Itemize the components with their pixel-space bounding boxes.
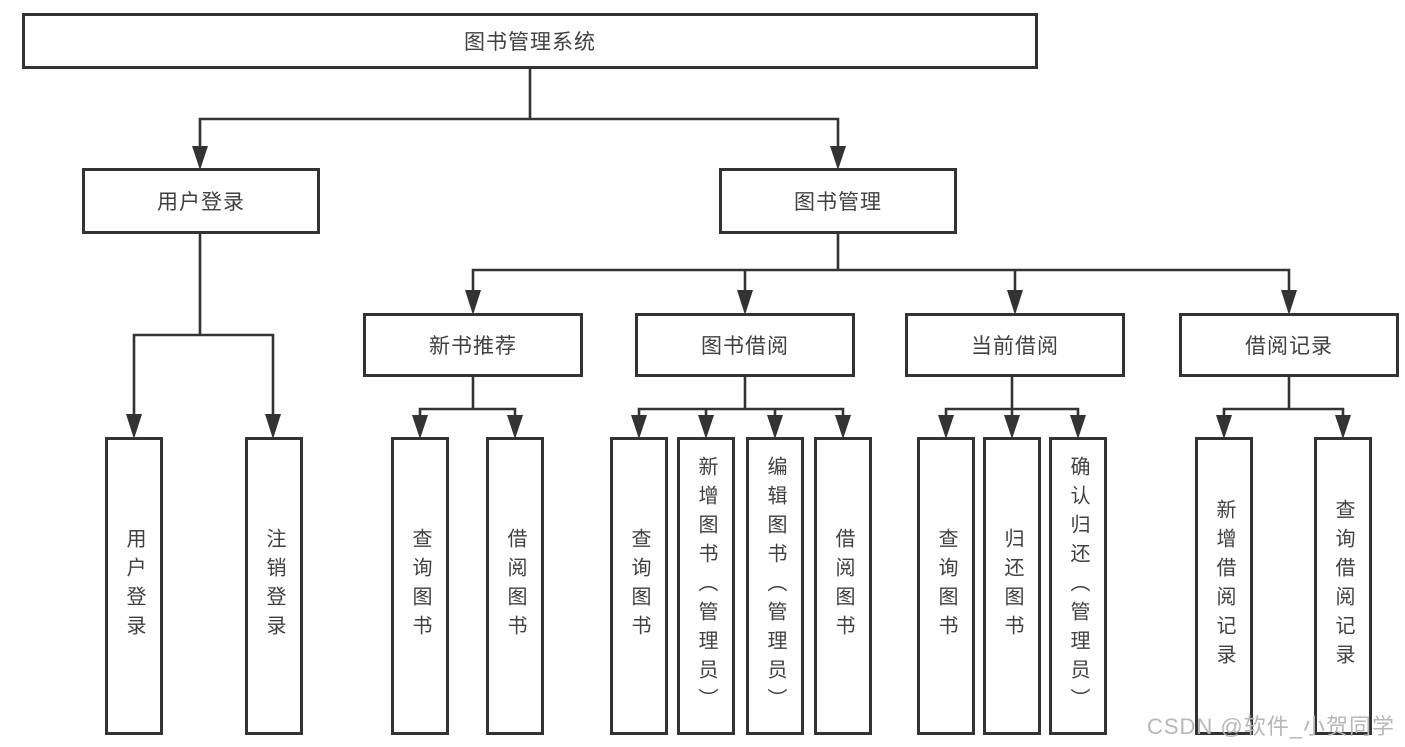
arrowhead: [767, 415, 783, 439]
leaf-query-books-current: 查询图书: [917, 437, 975, 735]
node-book-borrowing: 图书借阅: [635, 313, 855, 377]
arrowhead: [465, 290, 481, 315]
node-borrowing-records: 借阅记录: [1179, 313, 1399, 377]
arrowhead: [698, 415, 714, 439]
node-label: 编辑图书（管理员）: [764, 455, 786, 717]
arrowhead: [1335, 415, 1351, 439]
arrowhead: [1004, 415, 1020, 439]
leaf-borrow-books-recommend: 借阅图书: [486, 437, 544, 735]
connector-new-book-recommend-split: [412, 373, 523, 439]
arrowhead: [507, 415, 523, 439]
arrowhead: [938, 415, 954, 439]
connector-borrowing-records-split: [1216, 373, 1351, 439]
node-label: 借阅记录: [1245, 335, 1333, 358]
leaf-query-borrow-record: 查询借阅记录: [1314, 437, 1372, 735]
node-label: 借阅图书: [504, 528, 526, 644]
leaf-user-login: 用户登录: [105, 437, 163, 735]
connector-book-borrowing-split: [631, 373, 851, 439]
node-label: 查询图书: [935, 528, 957, 644]
connector-root-split: [192, 67, 846, 170]
node-label: 新增借阅记录: [1213, 499, 1235, 673]
arrowhead: [1216, 415, 1232, 439]
node-label: 图书管理系统: [464, 31, 596, 54]
node-label: 查询借阅记录: [1332, 499, 1354, 673]
node-label: 新书推荐: [429, 335, 517, 358]
node-label: 注销登录: [263, 528, 285, 644]
connector-user-login-split: [126, 230, 281, 439]
node-label: 用户登录: [157, 191, 245, 214]
node-label: 确认归还（管理员）: [1067, 455, 1089, 717]
leaf-query-books-borrowing: 查询图书: [610, 437, 668, 735]
arrowhead: [126, 414, 142, 439]
arrowhead: [737, 290, 753, 315]
node-current-borrowing: 当前借阅: [905, 313, 1125, 377]
leaf-logout: 注销登录: [245, 437, 303, 735]
node-label: 归还图书: [1001, 528, 1023, 644]
leaf-add-book-admin: 新增图书（管理员）: [677, 437, 735, 735]
node-label: 查询图书: [409, 528, 431, 644]
arrowhead: [631, 415, 647, 439]
csdn-watermark: CSDN @软件_小贺同学: [1146, 714, 1395, 739]
node-label: 借阅图书: [832, 528, 854, 644]
leaf-return-books: 归还图书: [983, 437, 1041, 735]
node-user-login: 用户登录: [82, 168, 320, 234]
node-library-system: 图书管理系统: [22, 13, 1038, 69]
arrowhead: [1070, 415, 1086, 439]
arrowhead: [192, 146, 208, 170]
node-label: 图书管理: [794, 191, 882, 214]
leaf-edit-book-admin: 编辑图书（管理员）: [746, 437, 804, 735]
node-new-book-recommend: 新书推荐: [363, 313, 583, 377]
arrowhead: [835, 415, 851, 439]
arrowhead: [830, 146, 846, 170]
node-label: 用户登录: [123, 528, 145, 644]
arrowhead: [1281, 290, 1297, 315]
node-label: 新增图书（管理员）: [695, 455, 717, 717]
connector-book-management-split: [465, 230, 1297, 315]
node-label: 查询图书: [628, 528, 650, 644]
leaf-confirm-return-admin: 确认归还（管理员）: [1049, 437, 1107, 735]
leaf-query-books-recommend: 查询图书: [391, 437, 449, 735]
arrowhead: [265, 414, 281, 439]
arrowhead: [412, 415, 428, 439]
leaf-add-borrow-record: 新增借阅记录: [1195, 437, 1253, 735]
leaf-borrow-books-borrowing: 借阅图书: [814, 437, 872, 735]
node-label: 图书借阅: [701, 335, 789, 358]
node-label: 当前借阅: [971, 335, 1059, 358]
arrowhead: [1007, 290, 1023, 315]
connector-current-borrowing-split: [938, 373, 1086, 439]
node-book-management: 图书管理: [719, 168, 957, 234]
